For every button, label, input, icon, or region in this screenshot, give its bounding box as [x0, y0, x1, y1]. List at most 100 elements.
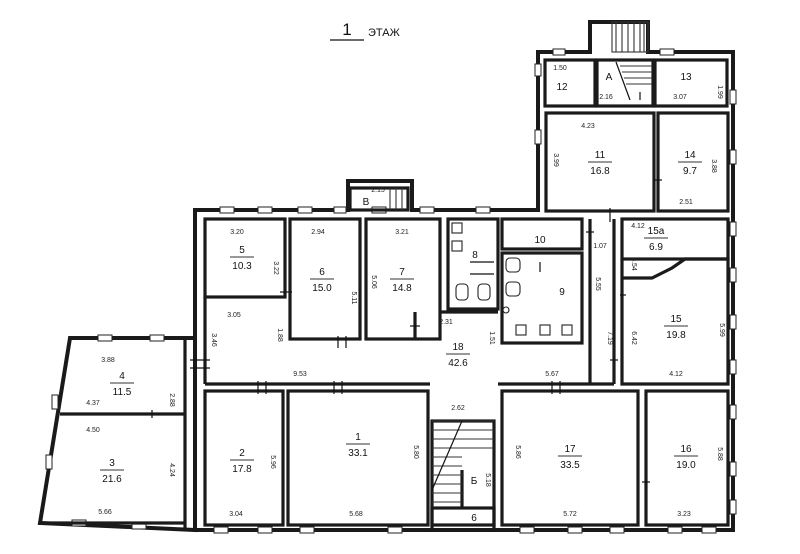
svg-text:12: 12	[556, 82, 568, 93]
room-7: 714.8	[390, 267, 414, 294]
staircase-v	[389, 188, 403, 210]
sanitary-fixtures	[451, 222, 573, 336]
svg-text:1.07: 1.07	[593, 243, 607, 250]
svg-text:4: 4	[119, 371, 125, 382]
svg-text:33.1: 33.1	[348, 448, 368, 459]
svg-text:В: В	[363, 197, 370, 208]
svg-text:A: A	[606, 72, 613, 83]
svg-text:3.88: 3.88	[710, 159, 717, 173]
svg-text:4.37: 4.37	[86, 400, 100, 407]
toilet-icon	[505, 281, 521, 297]
room-8: 8	[472, 250, 478, 261]
svg-text:19.0: 19.0	[676, 460, 696, 471]
svg-text:5.18: 5.18	[484, 473, 491, 487]
sink-icon	[539, 324, 551, 336]
room-9: 9	[559, 287, 565, 298]
svg-text:2.16: 2.16	[599, 94, 613, 101]
room-16: 16 19.0	[674, 444, 698, 471]
svg-text:6.42: 6.42	[630, 331, 637, 345]
room-13: 13	[680, 72, 692, 83]
room-10: 10	[534, 235, 546, 246]
svg-text:1.99: 1.99	[716, 85, 723, 99]
toilet-icon	[505, 257, 521, 273]
svg-text:10.3: 10.3	[232, 261, 252, 272]
svg-text:5.68: 5.68	[349, 511, 363, 518]
doors	[151, 92, 662, 483]
room-12: 12	[556, 82, 568, 93]
svg-text:15.0: 15.0	[312, 283, 332, 294]
svg-text:3.21: 3.21	[395, 229, 409, 236]
svg-text:18: 18	[452, 342, 464, 353]
main-staircase	[431, 420, 494, 503]
svg-text:2.88: 2.88	[168, 393, 175, 407]
svg-text:3.54: 3.54	[630, 257, 637, 271]
svg-text:7: 7	[399, 267, 405, 278]
room-b: Б	[471, 476, 478, 487]
urinal-icon	[502, 306, 510, 314]
svg-text:21.6: 21.6	[102, 474, 122, 485]
svg-text:3.99: 3.99	[552, 153, 559, 167]
svg-text:6: 6	[319, 267, 325, 278]
toilet-icon	[477, 283, 491, 301]
svg-text:13: 13	[680, 72, 692, 83]
sink-icon	[451, 240, 463, 252]
sink-icon	[451, 222, 463, 234]
svg-text:2.62: 2.62	[451, 405, 465, 412]
room-2: 217.8	[230, 448, 254, 475]
svg-text:14: 14	[684, 150, 696, 161]
svg-text:42.6: 42.6	[448, 358, 468, 369]
staircase-a	[615, 61, 652, 101]
svg-text:5.99: 5.99	[718, 323, 725, 337]
svg-text:33.5: 33.5	[560, 460, 580, 471]
svg-text:2.15: 2.15	[371, 187, 385, 194]
svg-text:Б: Б	[471, 476, 478, 487]
sink-icon	[515, 324, 527, 336]
svg-text:7.19: 7.19	[606, 331, 613, 345]
svg-text:10: 10	[534, 235, 546, 246]
svg-text:4.12: 4.12	[669, 371, 683, 378]
svg-text:5.66: 5.66	[98, 509, 112, 516]
svg-text:5.80: 5.80	[412, 445, 419, 459]
room-1: 133.1	[346, 432, 370, 459]
room-labels: 133.1 217.8 321.6 411.5 510.3 615.0 714.…	[100, 72, 702, 524]
svg-text:2.94: 2.94	[311, 229, 325, 236]
svg-text:3.46: 3.46	[210, 333, 217, 347]
svg-text:5.72: 5.72	[563, 511, 577, 518]
svg-text:5.88: 5.88	[716, 447, 723, 461]
svg-text:4.50: 4.50	[86, 427, 100, 434]
room-v: В	[363, 197, 370, 208]
windows	[45, 48, 737, 534]
svg-text:8: 8	[472, 250, 478, 261]
svg-text:9: 9	[559, 287, 565, 298]
sink-icon	[561, 324, 573, 336]
svg-text:14.8: 14.8	[392, 283, 412, 294]
svg-text:17: 17	[564, 444, 576, 455]
svg-text:2.31: 2.31	[439, 319, 453, 326]
dimension-labels: 3.20 3.22 2.94 5.11 3.21 5.06 3.05 1.88 …	[86, 65, 725, 518]
room-17: 17 33.5	[558, 444, 582, 471]
svg-text:3: 3	[109, 458, 115, 469]
svg-text:11.5: 11.5	[113, 387, 132, 398]
svg-text:5.06: 5.06	[370, 275, 377, 289]
svg-text:15: 15	[670, 314, 682, 325]
room-3: 321.6	[100, 458, 124, 485]
svg-text:5: 5	[239, 245, 245, 256]
svg-text:17.8: 17.8	[232, 464, 252, 475]
svg-text:6: 6	[471, 513, 477, 524]
svg-text:3.04: 3.04	[229, 511, 243, 518]
floor-number: 1	[342, 20, 351, 39]
svg-text:3.07: 3.07	[673, 94, 687, 101]
svg-text:16: 16	[680, 444, 692, 455]
svg-text:4.12: 4.12	[631, 223, 645, 230]
interior-walls	[40, 58, 730, 532]
room-14: 149.7	[678, 150, 702, 177]
svg-text:15a: 15a	[648, 226, 665, 237]
room-6: 615.0	[310, 267, 334, 294]
room-entrance: 6	[471, 513, 477, 524]
svg-text:1: 1	[355, 432, 361, 443]
svg-text:6.9: 6.9	[649, 242, 663, 253]
room-5: 510.3	[230, 245, 254, 272]
